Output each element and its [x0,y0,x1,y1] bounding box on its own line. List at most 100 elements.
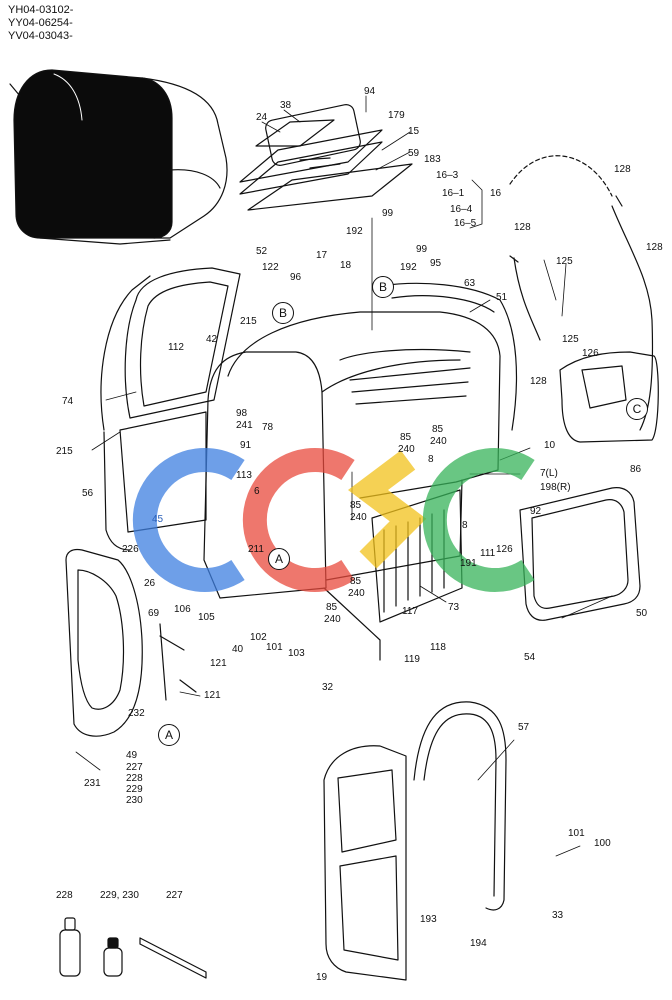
watermark-green-arc [422,448,535,592]
part-label: 231 [84,778,101,789]
part-label: 8 [462,520,468,531]
part-label: 227 [166,890,183,901]
lower-left-door-illustration [65,548,143,737]
part-label: 17 [316,250,328,261]
part-label: 15 [408,126,420,137]
part-label: 92 [530,506,542,517]
part-label: 126 [496,544,513,555]
part-label: 40 [232,644,244,655]
part-label: 230 [126,795,143,806]
part-label: 179 [388,110,405,121]
part-label: 106 [174,604,191,615]
part-label: 118 [430,642,446,653]
part-label: 240 [398,444,415,455]
part-label: 111 [480,548,496,559]
part-label: 228 [126,773,143,784]
watermark-blue-arc [132,448,245,592]
part-label: 26 [144,578,156,589]
part-label: 128 [530,376,547,387]
part-label: 112 [168,342,184,353]
serial-number-list: YH04-03102- YY04-06254- YV04-03043- [8,4,73,43]
rod-assembly [159,623,197,701]
part-label: 229 [126,784,143,795]
part-label: 95 [430,258,442,269]
part-label: 56 [82,488,94,499]
part-label: 121 [204,690,221,701]
part-label: 105 [198,612,215,623]
part-label: 91 [240,440,252,451]
bottom-door-illustration [323,701,507,981]
watermark-yellow-arc [348,450,427,569]
part-label: 198(R) [540,482,571,493]
part-label: 85 [350,576,362,587]
part-label: 125 [556,256,573,267]
part-label: 99 [382,208,394,219]
part-label: 100 [594,838,611,849]
part-label: 32 [322,682,334,693]
sealant-bottles [59,917,207,979]
part-label: 96 [290,272,302,283]
part-label: 125 [562,334,579,345]
part-label: 192 [346,226,363,237]
part-label: 42 [206,334,218,345]
part-label: 38 [280,100,292,111]
watermark-logo [132,448,535,592]
part-label: 215 [56,446,73,457]
part-label: 24 [256,112,268,123]
part-label: 101 [266,642,283,653]
part-label: 73 [448,602,460,613]
part-label: 19 [316,972,328,983]
part-label: 7(L) [540,468,558,479]
part-label: 232 [128,708,145,719]
serial-number: YV04-03043- [8,30,73,42]
part-label: 59 [408,148,420,159]
part-label: 69 [148,608,160,619]
part-label: 50 [636,608,648,619]
part-label: 128 [614,164,631,175]
part-label: 121 [210,658,227,669]
serial-number: YY04-06254- [8,17,73,29]
part-label: 16–5 [454,218,477,229]
part-label: 128 [646,242,663,253]
part-label: 16–3 [436,170,459,181]
part-label: 78 [262,422,274,433]
callout-a: A [268,548,290,570]
part-label: 85 [350,500,362,511]
callout-a: A [158,724,180,746]
part-label: 52 [256,246,268,257]
part-label: 18 [340,260,352,271]
part-label: 193 [420,914,437,925]
callout-c: C [626,398,648,420]
part-label: 94 [364,86,376,97]
part-label: 103 [288,648,305,659]
part-label: 85 [432,424,444,435]
part-label: 211 [248,544,264,555]
part-label: 126 [582,348,599,359]
part-label: 128 [514,222,531,233]
seat-cover-illustration [9,69,228,245]
part-label: 194 [470,938,487,949]
left-door-illustration [100,267,241,551]
part-label: 192 [400,262,417,273]
part-label: 241 [236,420,253,431]
part-label: 119 [404,654,420,665]
part-label: 117 [402,606,418,617]
callout-b: B [272,302,294,324]
part-label: 86 [630,464,642,475]
watermark-red-arc [242,448,355,592]
part-label: 228 [56,890,73,901]
serial-number: YH04-03102- [8,4,74,16]
watermark-number: 45 [152,514,164,525]
part-label: 183 [424,154,441,165]
part-label: 16 [490,188,502,199]
part-label: 229, 230 [100,890,139,901]
part-label: 8 [428,454,434,465]
part-label: 16–1 [442,188,465,199]
part-label: 101 [568,828,585,839]
part-label: 63 [464,278,476,289]
part-label: 98 [236,408,248,419]
part-label: 51 [496,292,508,303]
part-label: 102 [250,632,267,643]
roof-panel-illustration [239,104,413,211]
